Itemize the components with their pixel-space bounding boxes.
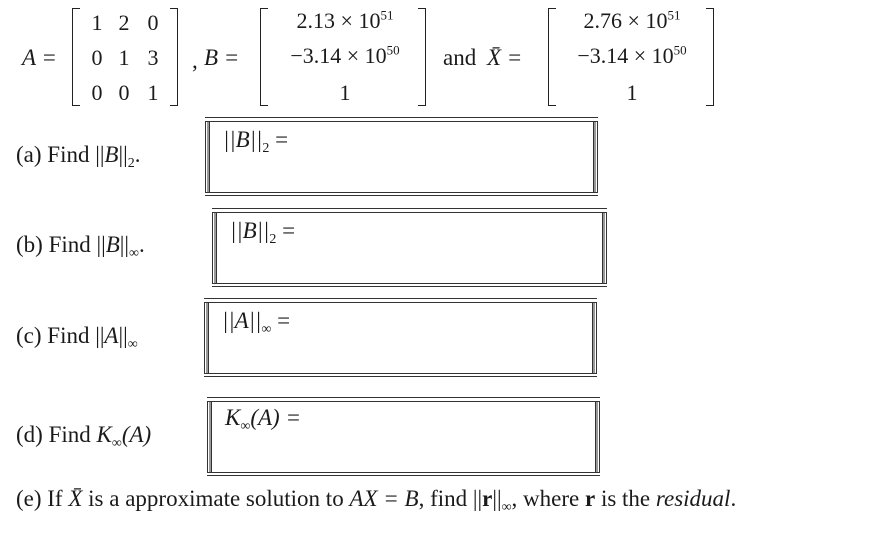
and-text: and (443, 45, 477, 70)
vector-b-entry: 1 (339, 80, 351, 105)
question-d: (d) Find K∞(A) (16, 422, 152, 451)
question-b: (b) Find ||B||∞. (16, 232, 145, 261)
matrix-a-cell: 0 (147, 10, 159, 35)
question-a: (a) Find ||B||2. (16, 142, 141, 171)
matrix-a-label: A = (22, 45, 57, 70)
answer-label-d: K∞(A) = (225, 405, 301, 434)
answer-box-b[interactable]: ||B||2 = (212, 208, 607, 288)
vector-xbar-entry: 1 (626, 80, 638, 105)
bottom-rule (204, 376, 597, 377)
question-c: (c) Find ||A||∞ (16, 323, 138, 352)
answer-label-b: ||B||2 = (230, 218, 296, 247)
vector-xbar-right-bracket (706, 8, 714, 106)
answer-frame-inner (209, 122, 594, 192)
top-rule (212, 208, 607, 209)
comma: , (192, 48, 198, 73)
answer-input-c[interactable] (212, 340, 589, 368)
vector-b-entry: 2.13 × 1051 (296, 7, 394, 33)
matrix-a-cell: 1 (91, 10, 103, 35)
vector-xbar-label: X̄ = (487, 45, 523, 70)
matrix-a-cell: 1 (147, 80, 159, 105)
answer-frame (204, 302, 597, 374)
answer-box-c[interactable]: ||A||∞ = (204, 298, 597, 378)
vector-b-label: B = (204, 45, 240, 70)
matrix-a-cell: 3 (147, 45, 159, 70)
answer-frame-inner (211, 402, 596, 472)
answer-frame-inner (216, 213, 603, 283)
matrix-a-cell: 1 (118, 45, 130, 70)
top-rule (205, 117, 598, 118)
answer-input-a[interactable] (213, 159, 590, 187)
answer-input-d[interactable] (215, 439, 592, 467)
top-rule (207, 397, 600, 398)
vector-b-right-bracket (418, 8, 426, 106)
answer-box-a[interactable]: ||B||2 = (205, 117, 598, 197)
answer-frame (205, 121, 598, 193)
top-rule (204, 298, 597, 299)
answer-frame-inner (208, 303, 593, 373)
answer-label-a: ||B||2 = (223, 127, 289, 156)
answer-input-b[interactable] (220, 250, 599, 278)
vector-b-entry: −3.14 × 1050 (290, 42, 400, 68)
vector-b-left-bracket (260, 8, 268, 106)
answer-frame (212, 212, 607, 284)
question-e: (e) If X̄ is a approximate solution to A… (16, 486, 737, 515)
matrix-a-cell: 0 (91, 80, 103, 105)
vector-xbar-entry: −3.14 × 1050 (577, 42, 687, 68)
vector-xbar-entry: 2.76 × 1051 (583, 7, 681, 33)
answer-frame (207, 401, 600, 473)
matrix-a-right-bracket (170, 8, 178, 106)
matrix-a-cell: 2 (118, 10, 130, 35)
answer-box-d[interactable]: K∞(A) = (207, 397, 600, 477)
bottom-rule (207, 475, 600, 476)
matrix-a-cell: 0 (118, 80, 130, 105)
bottom-rule (212, 286, 607, 287)
matrix-a-cell: 0 (91, 45, 103, 70)
bottom-rule (205, 195, 598, 196)
vector-xbar-left-bracket (548, 8, 556, 106)
answer-label-c: ||A||∞ = (222, 308, 291, 337)
matrix-a-left-bracket (72, 8, 80, 106)
